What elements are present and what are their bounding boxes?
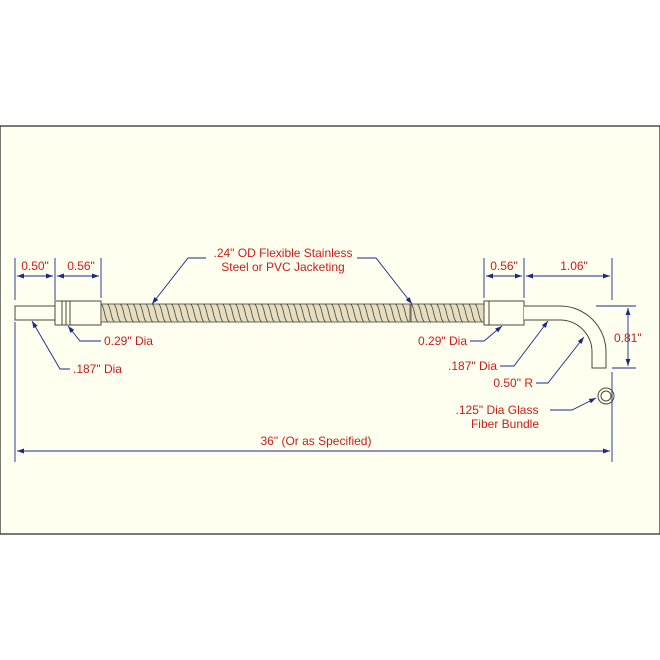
jacket-right-section: [410, 303, 485, 323]
jacket-coil: [410, 303, 419, 323]
jacket-coil: [343, 303, 352, 323]
jacket-coil: [260, 303, 269, 323]
jacket-coil: [455, 303, 464, 323]
jacket-coil: [107, 303, 115, 323]
jacket-coil: [442, 303, 451, 323]
label-right-ferrule-dia: 0.29" Dia: [418, 334, 467, 348]
jacket-coil: [449, 303, 457, 323]
leader-left-tip-dia: [31, 320, 70, 370]
jacket-coil: [113, 303, 122, 323]
jacket-coil: [395, 303, 403, 323]
left-ferrule: [54, 300, 102, 326]
jacket-coil: [369, 303, 378, 323]
jacket-coil: [286, 303, 294, 323]
bent-probe-tip: [524, 305, 607, 369]
jacket-coil: [177, 303, 186, 323]
jacket-coil: [235, 303, 243, 323]
label-left-tip-dia: .187" Dia: [73, 362, 122, 376]
jacket-coil: [241, 303, 250, 323]
leader-right-ferrule-dia: [470, 325, 503, 342]
label-fiber-note-line2: Fiber Bundle: [471, 417, 539, 431]
jacket-coil: [356, 303, 365, 323]
leader-bend-radius: [536, 336, 585, 384]
jacket-coil: [318, 303, 326, 323]
label-left-ferrule-length: 0.56": [67, 259, 95, 273]
right-ferrule: [483, 300, 525, 326]
jacket-coil: [461, 303, 470, 323]
jacket-coil: [151, 303, 160, 323]
right-end-assembly: [483, 300, 615, 405]
jacket-coil: [228, 303, 237, 323]
jacket-coil: [436, 303, 444, 323]
jacket-coil: [423, 303, 432, 323]
label-jacket-note-line1: .24" OD Flexible Stainless: [214, 246, 353, 260]
left-probe-tip: [14, 305, 56, 321]
jacket-left-section: [100, 303, 411, 323]
jacket-coil: [158, 303, 166, 323]
jacket-coil: [215, 303, 224, 323]
jacket-coil: [417, 303, 425, 323]
jacket-coil: [203, 303, 211, 323]
jacket-coil: [382, 303, 390, 323]
label-fiber-note-line1: .125" Dia Glass: [456, 403, 539, 417]
jacket-coil: [247, 303, 256, 323]
left-end-assembly: [14, 300, 102, 326]
jacket-coil: [267, 303, 275, 323]
label-right-bend-length: 1.06": [560, 259, 588, 273]
jacket-coil: [305, 303, 314, 323]
jacket-coil: [190, 303, 198, 323]
jacket-coil: [100, 303, 109, 323]
jacket-coil: [401, 303, 410, 323]
label-left-tip-length: 0.50": [21, 259, 49, 273]
jacket-coil: [139, 303, 147, 323]
jacket-coil: [145, 303, 154, 323]
label-height: 0.81": [614, 331, 642, 345]
leader-jacket-left: [151, 257, 206, 305]
jacket-coils-right: [410, 303, 483, 323]
label-jacket-note-line2: Steel or PVC Jacketing: [221, 260, 344, 274]
jacket-coil: [119, 303, 128, 323]
jacket-coil: [164, 303, 173, 323]
label-right-tip-dia: .187" Dia: [448, 359, 497, 373]
jacket-coil: [222, 303, 230, 323]
jacket-coil: [311, 303, 320, 323]
flexible-jacket: [100, 303, 485, 323]
label-overall-length: 36" (Or as Specified): [261, 434, 372, 448]
jacket-coil: [292, 303, 301, 323]
jacket-coil: [183, 303, 192, 323]
label-bend-radius: 0.50" R: [493, 376, 533, 390]
jacket-coil: [196, 303, 205, 323]
leader-right-tip-dia: [500, 320, 549, 367]
drawing-sheet: [0, 125, 660, 535]
jacket-coil: [254, 303, 262, 323]
leader-jacket-right: [357, 257, 413, 305]
jacket-coil: [375, 303, 384, 323]
jacket-coil: [474, 303, 483, 323]
jacket-coil: [388, 303, 397, 323]
jacket-coil: [132, 303, 141, 323]
label-right-ferrule-length: 0.56": [490, 259, 518, 273]
jacket-coil: [331, 303, 339, 323]
jacket-coil: [279, 303, 288, 323]
label-left-ferrule-dia: 0.29" Dia: [104, 334, 153, 348]
leader-fiber-bundle: [550, 397, 597, 411]
jacket-coil: [273, 303, 282, 323]
jacket-coil: [209, 303, 218, 323]
jacket-coil: [429, 303, 438, 323]
jacket-coils-left: [100, 303, 410, 323]
jacket-coil: [350, 303, 358, 323]
leader-left-ferrule-dia: [67, 325, 101, 342]
jacket-coil: [171, 303, 179, 323]
jacket-coil: [126, 303, 134, 323]
jacket-coil: [468, 303, 476, 323]
jacket-coil: [363, 303, 371, 323]
jacket-coil: [337, 303, 346, 323]
jacket-coil: [324, 303, 333, 323]
dimension-lines: [14, 257, 636, 462]
fiber-bundle-end-view: [597, 387, 615, 405]
jacket-coil: [299, 303, 307, 323]
